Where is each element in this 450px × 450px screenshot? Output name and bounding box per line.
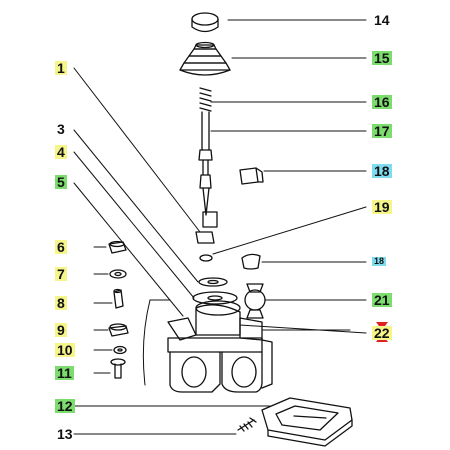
label-4: 4 [55, 144, 67, 160]
part-18-bushing [239, 167, 264, 185]
leader-lines [73, 19, 367, 435]
label-3: 3 [57, 121, 65, 137]
part-17-lever [198, 111, 218, 228]
label-6: 6 [55, 239, 67, 255]
label-15: 15 [372, 50, 392, 66]
part-8-sleeve [113, 288, 124, 309]
label-18b: 18 [372, 256, 387, 266]
part-12-tray [261, 397, 353, 447]
part-11-bolt [110, 358, 126, 379]
label-13: 13 [57, 426, 73, 442]
assembly-axis [142, 299, 151, 386]
part-7-washer [109, 269, 127, 279]
label-9: 9 [55, 322, 67, 338]
part-15-boot [179, 41, 231, 76]
part-9-nut [108, 323, 129, 337]
part-16-spring [199, 87, 212, 112]
label-1: 1 [55, 60, 67, 76]
part-10-washer [113, 345, 127, 355]
label-12: 12 [55, 398, 75, 414]
gearshift-housing [167, 300, 273, 393]
part-21-ball [244, 283, 266, 319]
label-21: 21 [372, 292, 392, 308]
label-8: 8 [55, 295, 67, 311]
part-14-knob [191, 12, 219, 33]
part-19-clip [199, 254, 213, 262]
part-1-block [195, 231, 215, 244]
part-3-4-washers [192, 277, 238, 305]
part-13-screw [237, 417, 257, 432]
label-11: 11 [55, 365, 74, 381]
label-16: 16 [372, 94, 392, 110]
label-19: 19 [372, 199, 392, 215]
label-22: 22 [372, 325, 392, 341]
label-14: 14 [374, 12, 390, 28]
label-17: 17 [372, 123, 392, 139]
label-10: 10 [55, 342, 75, 358]
label-7: 7 [55, 266, 67, 282]
part-18b-bushing [241, 253, 261, 270]
label-5: 5 [55, 174, 67, 190]
label-18: 18 [372, 163, 392, 179]
